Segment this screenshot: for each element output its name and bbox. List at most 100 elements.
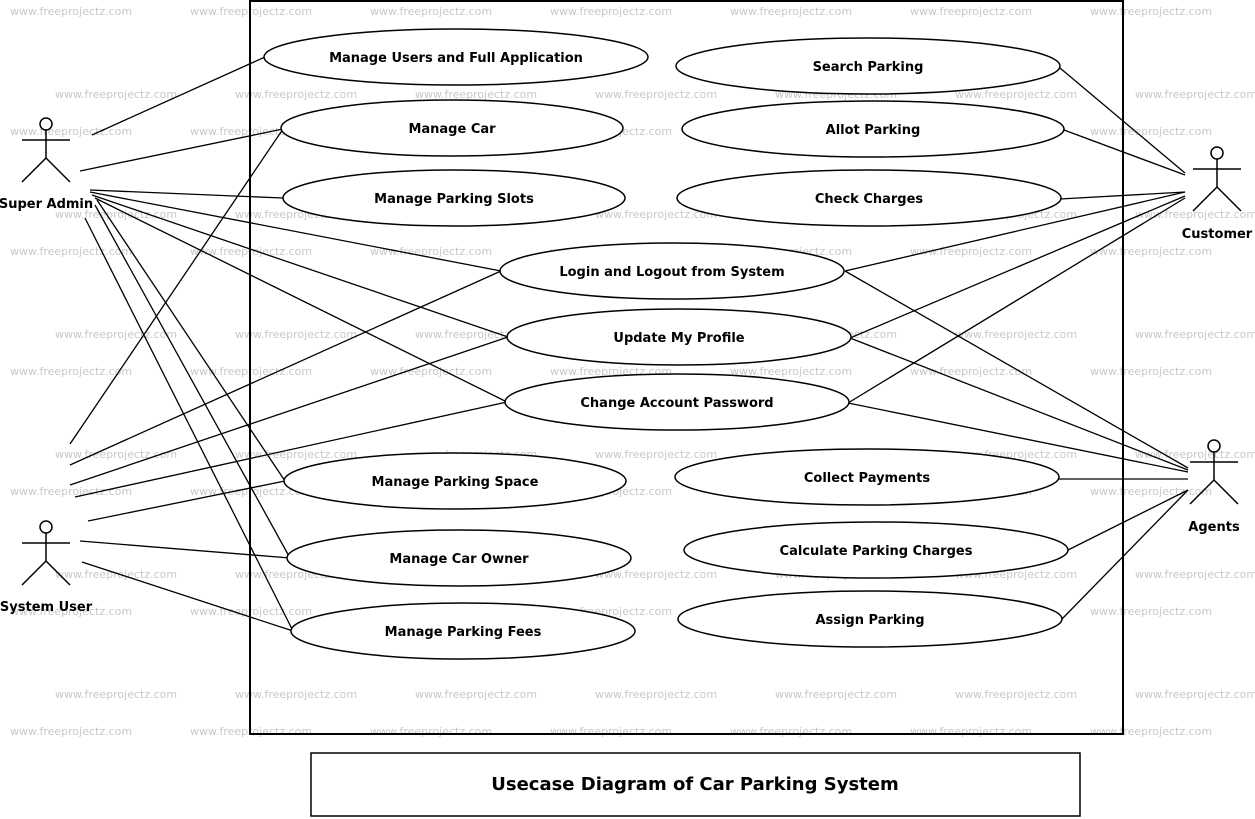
association-super_admin-manage_owner xyxy=(94,204,291,559)
watermark-text: www.freeprojectz.com xyxy=(550,5,672,18)
watermark-text: www.freeprojectz.com xyxy=(1090,725,1212,738)
watermark-text: www.freeprojectz.com xyxy=(10,245,132,258)
actor-head xyxy=(1207,439,1221,453)
usecase-ellipse xyxy=(263,28,649,86)
watermark-text: www.freeprojectz.com xyxy=(235,448,357,461)
watermark-text: www.freeprojectz.com xyxy=(1090,485,1212,498)
watermark-text: www.freeprojectz.com xyxy=(550,725,672,738)
watermark-text: www.freeprojectz.com xyxy=(55,328,177,341)
usecase-manage-slots: Manage Parking Slots xyxy=(282,169,626,227)
watermark-text: www.freeprojectz.com xyxy=(370,365,492,378)
actor-head xyxy=(39,520,53,534)
watermark-text: www.freeprojectz.com xyxy=(1090,605,1212,618)
association-system_user-update_profile xyxy=(69,336,509,486)
usecase-search-parking: Search Parking xyxy=(675,37,1061,95)
usecase-ellipse xyxy=(674,448,1060,506)
watermark-text: www.freeprojectz.com xyxy=(1090,365,1212,378)
association-agents-update_profile xyxy=(849,337,1189,471)
watermark-text: www.freeprojectz.com xyxy=(10,5,132,18)
watermark-text: www.freeprojectz.com xyxy=(10,725,132,738)
watermark-text: www.freeprojectz.com xyxy=(235,88,357,101)
watermark-text: www.freeprojectz.com xyxy=(955,688,1077,701)
watermark-text: www.freeprojectz.com xyxy=(730,725,852,738)
diagram-title: Usecase Diagram of Car Parking System xyxy=(491,774,899,795)
watermark-text: www.freeprojectz.com xyxy=(190,245,312,258)
watermark-text: www.freeprojectz.com xyxy=(595,568,717,581)
watermark-text: www.freeprojectz.com xyxy=(190,365,312,378)
watermark-text: www.freeprojectz.com xyxy=(370,725,492,738)
use-cases: Manage Users and Full ApplicationManage … xyxy=(263,28,1069,660)
association-customer-update_profile xyxy=(849,195,1186,339)
usecase-ellipse xyxy=(283,452,627,510)
association-customer-change_password xyxy=(847,197,1186,404)
actor-leg-left xyxy=(1192,186,1218,212)
association-customer-check_charges xyxy=(1059,191,1186,200)
actor-leg-right xyxy=(1213,479,1239,505)
watermark-text: www.freeprojectz.com xyxy=(955,88,1077,101)
usecase-login-logout: Login and Logout from System xyxy=(499,242,845,300)
association-super_admin-change_password xyxy=(94,197,508,403)
actor-super-admin: Super Admin xyxy=(0,117,93,212)
usecase-ellipse xyxy=(280,99,624,157)
association-agents-calc_charges xyxy=(1067,489,1189,551)
system-boundary xyxy=(249,0,1124,735)
watermark-text: www.freeprojectz.com xyxy=(1135,88,1255,101)
watermark-text: www.freeprojectz.com xyxy=(235,328,357,341)
association-super_admin-manage_slots xyxy=(89,189,284,199)
usecase-label: Search Parking xyxy=(813,60,924,75)
usecase-label: Collect Payments xyxy=(804,471,931,486)
association-agents-login_logout xyxy=(844,270,1189,469)
actor-label: Super Admin xyxy=(0,197,93,212)
watermark-text: www.freeprojectz.com xyxy=(190,725,312,738)
usecase-label: Manage Parking Slots xyxy=(374,192,534,207)
watermark-text: www.freeprojectz.com xyxy=(10,365,132,378)
title-box xyxy=(310,752,1081,817)
usecase-manage-space: Manage Parking Space xyxy=(283,452,627,510)
usecase-label: Update My Profile xyxy=(613,331,744,346)
association-agents-change_password xyxy=(847,402,1189,473)
actor-system-user: System User xyxy=(0,520,93,615)
watermark-text: www.freeprojectz.com xyxy=(190,605,312,618)
actor-leg-left xyxy=(1189,479,1215,505)
usecase-ellipse xyxy=(290,602,636,660)
watermark-text: www.freeprojectz.com xyxy=(910,725,1032,738)
association-super_admin-manage_car xyxy=(79,128,284,172)
association-system_user-manage_owner xyxy=(79,540,291,559)
actor-label: Agents xyxy=(1188,520,1240,535)
usecase-label: Change Account Password xyxy=(580,396,773,411)
usecase-collect-payments: Collect Payments xyxy=(674,448,1060,506)
watermark-text: www.freeprojectz.com xyxy=(415,88,537,101)
watermark-text: www.freeprojectz.com xyxy=(1090,245,1212,258)
usecase-allot-parking: Allot Parking xyxy=(681,100,1065,158)
watermark-text: www.freeprojectz.com xyxy=(1135,208,1255,221)
actor-label: System User xyxy=(0,600,93,615)
watermark-text: www.freeprojectz.com xyxy=(595,208,717,221)
usecase-assign-parking: Assign Parking xyxy=(677,590,1063,648)
association-agents-assign_parking xyxy=(1061,489,1189,620)
usecase-ellipse xyxy=(683,521,1069,579)
usecase-label: Calculate Parking Charges xyxy=(780,544,973,559)
watermark-text: www.freeprojectz.com xyxy=(1135,688,1255,701)
association-system_user-login_logout xyxy=(69,270,502,466)
watermark-text: www.freeprojectz.com xyxy=(10,485,132,498)
association-system_user-manage_fees xyxy=(81,561,294,632)
watermark-text: www.freeprojectz.com xyxy=(1090,125,1212,138)
watermark-text: www.freeprojectz.com xyxy=(55,688,177,701)
usecase-ellipse xyxy=(286,529,632,587)
watermark-text: www.freeprojectz.com xyxy=(1135,448,1255,461)
association-customer-allot_parking xyxy=(1063,129,1186,176)
association-lines xyxy=(69,56,1189,632)
usecase-manage-owner: Manage Car Owner xyxy=(286,529,632,587)
actor-leg-right xyxy=(1216,186,1242,212)
watermark-text: www.freeprojectz.com xyxy=(190,5,312,18)
actor-agents: Agents xyxy=(1188,439,1240,535)
actor-customer: Customer xyxy=(1182,146,1253,242)
watermark-text: www.freeprojectz.com xyxy=(910,365,1032,378)
usecase-label: Check Charges xyxy=(815,192,924,207)
association-super_admin-manage_space xyxy=(96,199,286,482)
watermark-text: www.freeprojectz.com xyxy=(370,5,492,18)
usecase-ellipse xyxy=(676,169,1062,227)
usecase-ellipse xyxy=(499,242,845,300)
usecase-manage-car: Manage Car xyxy=(280,99,624,157)
